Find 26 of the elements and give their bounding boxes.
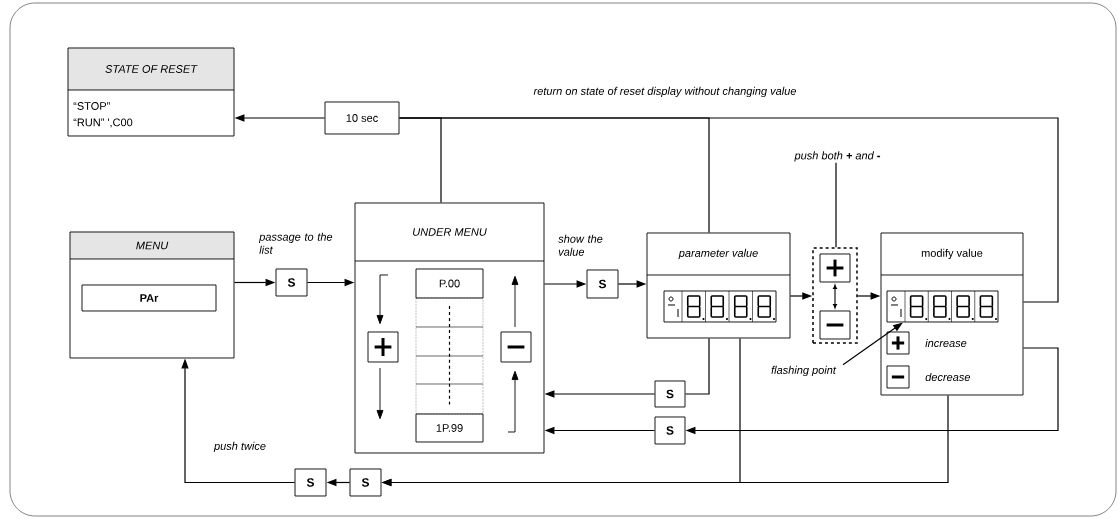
- note-text: push both + and -: [794, 151, 881, 162]
- caption-text: show the value: [558, 234, 603, 256]
- timer-box: 10 sec: [324, 101, 400, 135]
- key-box: S: [586, 269, 619, 299]
- key-box: S: [349, 468, 382, 497]
- edge-label: return on state of reset display without changing value: [532, 85, 798, 99]
- key-box: S: [294, 468, 327, 497]
- leader-line: [835, 162, 837, 248]
- connector-line: [398, 117, 1059, 303]
- value-box: parameter value: [646, 232, 791, 339]
- button-group-box: [812, 247, 858, 344]
- leader-line: [842, 322, 903, 366]
- segment-display-drawing: [886, 290, 999, 323]
- state-box: STATE OF RESET “STOP” “RUN” ',C00: [67, 47, 235, 137]
- list-cell: P.00: [415, 268, 484, 299]
- key-box: S: [275, 268, 308, 297]
- key-box: S: [654, 416, 686, 445]
- connector-line: [684, 337, 710, 395]
- key-box: S: [654, 380, 686, 408]
- note-text: flashing point: [771, 365, 837, 377]
- list-cell: 1P.99: [415, 413, 484, 443]
- caption-text: passage to the list: [258, 232, 333, 254]
- segment-display-drawing: [663, 290, 777, 323]
- value-box: modify value increase decrease: [880, 232, 1024, 396]
- display-field: PAr: [81, 284, 217, 312]
- edge-label: push twice: [213, 440, 267, 454]
